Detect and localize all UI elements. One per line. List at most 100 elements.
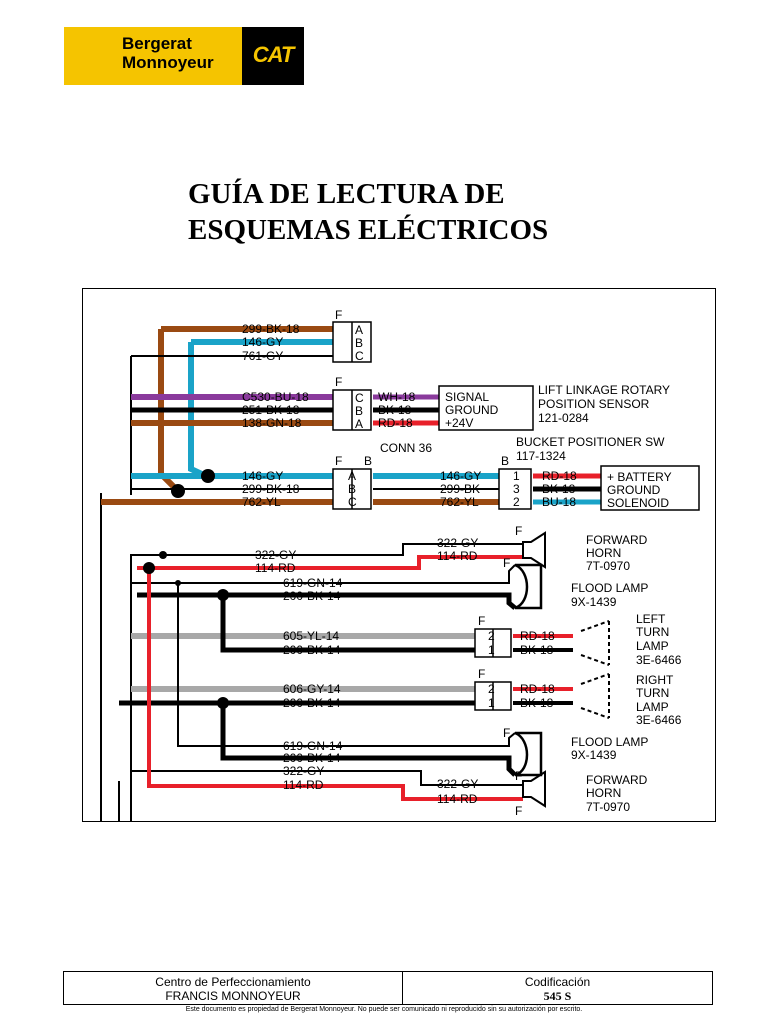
turn-lamp-shape [580, 620, 610, 666]
pin-label: 1 [513, 469, 520, 483]
conn-f-label: F [478, 614, 485, 628]
pin-label: C [348, 495, 357, 509]
wire-label: 200-BK-14 [283, 751, 341, 765]
wire-label: BK-18 [520, 696, 554, 710]
component-label: RIGHT [636, 673, 674, 687]
wire-label: 200-BK-14 [283, 643, 341, 657]
wire-label: BK-18 [378, 403, 412, 417]
wire-black [220, 595, 475, 653]
pin-label: A [348, 469, 356, 483]
wire-label: 299-BK-18 [242, 322, 300, 336]
conn-f-label: F [503, 556, 510, 570]
sensor-pin-label: GROUND [445, 403, 499, 417]
wires [100, 326, 601, 821]
wire-label: 322-GY [283, 764, 324, 778]
wire-label: 114-RD [437, 792, 478, 806]
sensor-pin-label: +24V [445, 416, 473, 430]
footer-divider [402, 972, 403, 1004]
wire-label: WH-18 [378, 390, 416, 404]
part-number: 7T-0970 [586, 559, 630, 573]
wire-label: 761-GY [242, 349, 283, 363]
pin-label: B [355, 336, 363, 350]
pin-label: C [355, 391, 364, 405]
wire-label: 146-GY [440, 469, 481, 483]
switch-box [600, 465, 700, 511]
footer-disclaimer: Este documento es propiedad de Bergerat … [185, 1006, 583, 1013]
wire-label: 114-RD [255, 561, 296, 575]
footer-table: Centro de Perfeccionamiento FRANCIS MONN… [63, 971, 713, 1005]
cat-logo-block: CAT [242, 27, 304, 85]
splice-dot [159, 551, 167, 559]
wire-label: 606-GY-14 [283, 682, 341, 696]
lamp-shape [514, 731, 543, 777]
wire-label: RD-18 [520, 629, 555, 643]
conn36-label: CONN 36 [380, 441, 432, 455]
component-label: BUCKET POSITIONER SW [516, 435, 665, 449]
component-label: POSITION SENSOR [538, 397, 650, 411]
connector-body [498, 468, 532, 510]
wire-label: 299-BK-18 [242, 482, 300, 496]
switch-pin-label: SOLENOID [607, 496, 669, 510]
part-number: 3E-6466 [636, 653, 682, 667]
wire-red [137, 555, 523, 570]
horn-shape [522, 531, 546, 569]
component-label: FORWARD [586, 533, 648, 547]
component-label: LIFT LINKAGE ROTARY [538, 383, 670, 397]
pin-label: B [348, 482, 356, 496]
pin-label: 1 [488, 643, 495, 657]
wire-label: 251-BK-18 [242, 403, 300, 417]
switch-pin-label: GROUND [607, 483, 661, 497]
component-label: HORN [586, 786, 621, 800]
component-label: TURN [636, 625, 669, 639]
part-number: 9X-1439 [571, 595, 617, 609]
document-title: GUÍA DE LECTURA DE ESQUEMAS ELÉCTRICOS [188, 176, 548, 248]
turn-lamp-symbols [580, 620, 610, 719]
turn-lamp-shape [580, 673, 610, 719]
pin-label: 2 [488, 629, 495, 643]
wire-label: 200-BK-14 [283, 589, 341, 603]
wire-label: 114-RD [437, 549, 478, 563]
part-number: 117-1324 [516, 449, 566, 463]
splice-dot [201, 469, 215, 483]
splice-dot [175, 580, 181, 586]
horn-symbols [522, 531, 546, 808]
wire-label: 322-GY [437, 536, 478, 550]
wire-label: RD-18 [378, 416, 413, 430]
conn-f-label: F [503, 726, 510, 740]
part-number: 3E-6466 [636, 713, 682, 727]
wire-label: 322-GY [255, 548, 296, 562]
wire-black-thin [131, 770, 523, 786]
horn-shape [522, 770, 546, 808]
component-label: LAMP [636, 639, 669, 653]
wire-label: BK-18 [520, 643, 554, 657]
conn-f-label: F [515, 769, 522, 783]
wire-label: 619-GN-14 [283, 739, 343, 753]
component-label: TURN [636, 686, 669, 700]
wire-label: 146-GY [242, 469, 283, 483]
footer-institution-line-1: Centro de Perfeccionamiento [155, 975, 311, 989]
wire-black [220, 703, 517, 777]
wire-red [147, 568, 523, 801]
splice-dots [143, 469, 229, 709]
footer-code-cell: Codificación 545 S [403, 975, 712, 1003]
part-number: 9X-1439 [571, 748, 617, 762]
wire-label: C530-BU-18 [242, 390, 309, 404]
wire-label: 299-BK [440, 482, 480, 496]
pin-label: A [355, 323, 363, 337]
component-label: LAMP [636, 700, 669, 714]
component-label: LEFT [636, 612, 666, 626]
wire-label: RD-18 [520, 682, 555, 696]
splice-dot [217, 697, 229, 709]
pin-label: 1 [488, 696, 495, 710]
wire-label: 322-GY [437, 777, 478, 791]
wire-black-thin [131, 543, 523, 556]
cat-logo-text: CAT [252, 42, 295, 67]
splice-dot [171, 484, 185, 498]
pin-label: 2 [488, 682, 495, 696]
flood-lamp-symbols [514, 563, 543, 777]
splice-dot [217, 589, 229, 601]
wire-label: 114-RD [283, 778, 324, 792]
conn-b-label: B [364, 454, 372, 468]
component-label: FLOOD LAMP [571, 735, 648, 749]
title-line-2: ESQUEMAS ELÉCTRICOS [188, 214, 549, 246]
